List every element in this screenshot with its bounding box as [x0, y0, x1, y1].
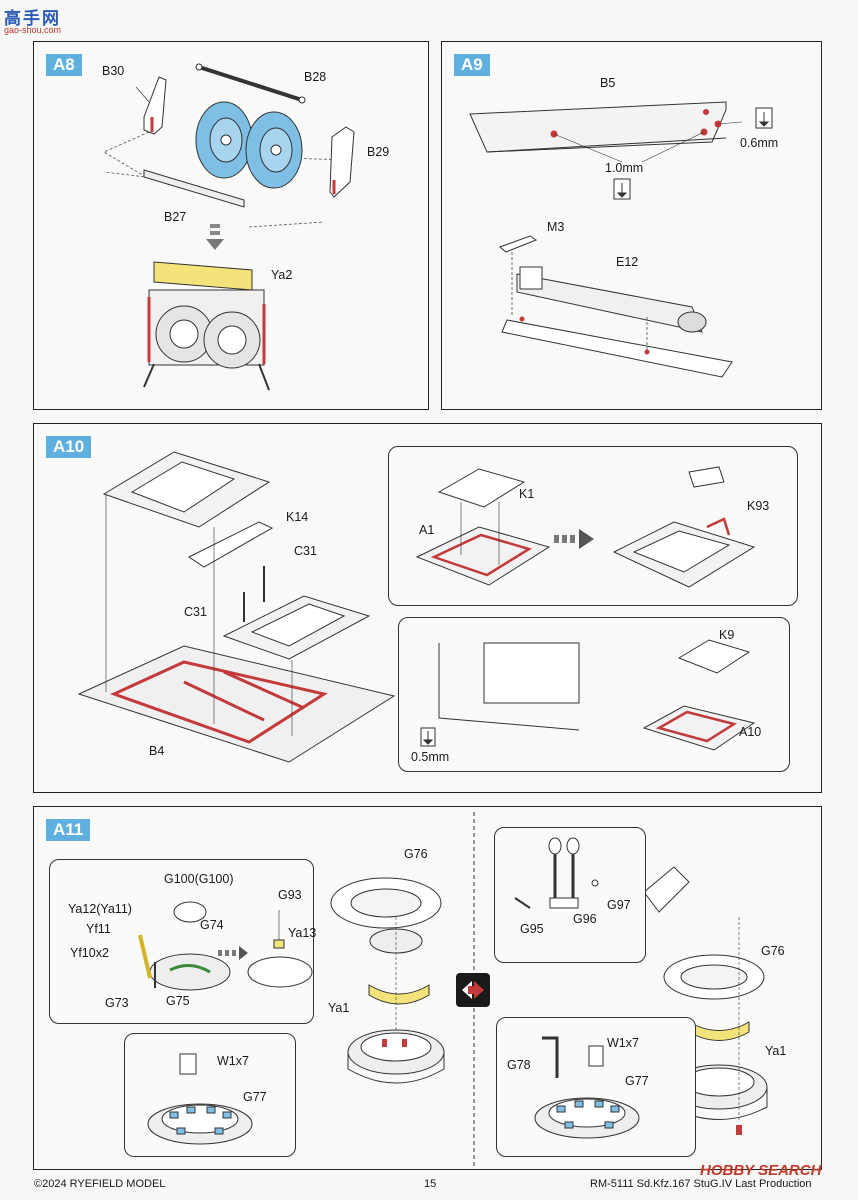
label-g93: G93	[278, 888, 302, 902]
label-g73: G73	[105, 996, 129, 1010]
watermark-hobby-search: HOBBY SEARCH	[700, 1162, 821, 1180]
label-ya13: Ya13	[288, 926, 317, 940]
label-e12: E12	[616, 255, 639, 269]
label-c31b: C31	[184, 605, 207, 619]
step-a10-panel: A10 K14 C31 C31 B4	[33, 423, 822, 793]
a8-diagram	[103, 63, 355, 391]
label-b4: B4	[149, 744, 165, 758]
label-k9: K9	[719, 628, 735, 642]
label-ya12: Ya12(Ya11)	[68, 902, 132, 916]
a10-inset-k1: K1 A1 K93	[388, 446, 798, 606]
label-ya1: Ya1	[328, 1001, 350, 1015]
label-g77-right: G77	[625, 1074, 649, 1088]
step-a8-panel: A8	[33, 41, 429, 410]
label-b29: B29	[367, 145, 390, 159]
label-g77: G77	[243, 1090, 267, 1104]
a9-diagram	[469, 101, 773, 378]
drill-icon	[613, 178, 631, 200]
label-b30: B30	[102, 64, 125, 78]
label-k1: K1	[519, 487, 535, 501]
watermark-brand: HOBBY SEARCH	[700, 1162, 822, 1179]
a11-inset-periscope: G100(G100) Ya12(Ya11) Yf11 Yf10x2 G74 G7…	[49, 859, 317, 1024]
step-badge-a9: A9	[454, 54, 490, 76]
label-b5: B5	[600, 76, 616, 90]
label-g95: G95	[520, 922, 544, 936]
footer-copyright: ©2024 RYEFIELD MODEL	[34, 1178, 166, 1190]
label-g96: G96	[573, 912, 597, 926]
label-g78: G78	[507, 1058, 531, 1072]
step-badge-a11: A11	[46, 819, 91, 841]
watermark-logo: 高手网 gao-shou.com	[4, 4, 84, 38]
label-a1: A1	[419, 523, 435, 537]
label-drill-06: 0.6mm	[740, 136, 779, 150]
label-ya2: Ya2	[271, 268, 293, 282]
arrow-right-icon	[218, 946, 248, 960]
a11-inset-w1-left: W1x7 G77	[124, 1033, 296, 1157]
label-drill-05: 0.5mm	[411, 750, 450, 764]
label-k14: K14	[286, 510, 309, 524]
footer-page-number: 15	[424, 1178, 437, 1190]
a10-inset-k9: K9 A10 0.5mm	[398, 617, 790, 772]
swap-icon	[456, 973, 490, 1007]
label-m3: M3	[547, 220, 565, 234]
blue-wheels	[195, 101, 303, 189]
label-g76-right: G76	[761, 944, 785, 958]
label-ya1-right: Ya1	[765, 1044, 787, 1058]
step-badge-a10: A10	[46, 436, 92, 458]
label-w1-right: W1x7	[607, 1036, 639, 1050]
label-w1: W1x7	[217, 1054, 249, 1068]
drill-icon	[755, 107, 773, 129]
label-b27: B27	[164, 210, 187, 224]
footer-product: RM-5111 Sd.Kfz.167 StuG.IV Last Producti…	[590, 1178, 812, 1190]
label-yf11: Yf11	[86, 922, 111, 936]
label-k93: K93	[747, 499, 770, 513]
label-b28: B28	[304, 70, 327, 84]
step-a11-panel: A11 G76 Ya1	[33, 806, 822, 1170]
label-g97: G97	[607, 898, 631, 912]
a10-diagram	[77, 451, 396, 763]
label-a10-part: A10	[739, 725, 762, 739]
label-drill-10: 1.0mm	[605, 161, 644, 175]
label-g100: G100(G100)	[164, 872, 234, 886]
label-g75: G75	[166, 994, 190, 1008]
watermark-url: gao-shou.com	[4, 25, 62, 35]
label-c31a: C31	[294, 544, 317, 558]
step-badge-a8: A8	[46, 54, 82, 76]
drill-icon	[420, 727, 436, 747]
a11-inset-w1-right: G78 W1x7 G77	[496, 1017, 696, 1157]
watermark-chars: 高手网	[4, 9, 61, 28]
step-a9-panel: A9 B5 0.6mm 1.0mm M3 E12	[441, 41, 822, 410]
arrow-right-icon	[554, 529, 594, 549]
a11-inset-periscope-right: G97 G95 G96	[494, 827, 646, 963]
label-yf10: Yf10x2	[70, 946, 109, 960]
label-g74: G74	[200, 918, 224, 932]
arrow-down-icon	[206, 224, 224, 250]
label-g76: G76	[404, 847, 428, 861]
